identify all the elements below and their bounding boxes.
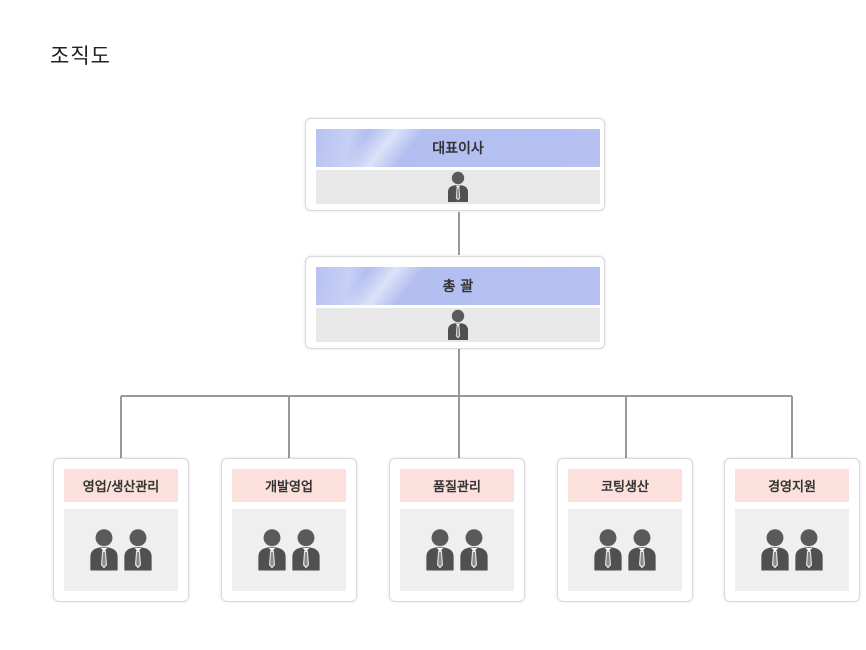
person-icon bbox=[447, 171, 469, 203]
org-node-general-header: 총 괄 bbox=[316, 267, 600, 305]
person-icon bbox=[123, 528, 153, 572]
person-icon bbox=[593, 528, 623, 572]
dept-body bbox=[735, 509, 849, 591]
org-node-dept-sales-production: 영업/생산관리 bbox=[53, 458, 189, 602]
person-icon bbox=[760, 528, 790, 572]
org-node-ceo: 대표이사 bbox=[305, 118, 605, 211]
person-icon bbox=[425, 528, 455, 572]
dept-body bbox=[232, 509, 346, 591]
dept-header: 경영지원 bbox=[735, 469, 849, 502]
org-node-general: 총 괄 bbox=[305, 256, 605, 349]
dept-body bbox=[400, 509, 514, 591]
person-icon bbox=[794, 528, 824, 572]
org-node-general-label: 총 괄 bbox=[442, 279, 474, 295]
page-title: 조직도 bbox=[50, 44, 111, 68]
person-icon bbox=[447, 309, 469, 341]
person-icon bbox=[291, 528, 321, 572]
org-node-ceo-header: 대표이사 bbox=[316, 129, 600, 167]
org-node-dept-management-support: 경영지원 bbox=[724, 458, 860, 602]
dept-body bbox=[64, 509, 178, 591]
org-node-dept-coating: 코팅생산 bbox=[557, 458, 693, 602]
dept-header: 코팅생산 bbox=[568, 469, 682, 502]
dept-header: 개발영업 bbox=[232, 469, 346, 502]
org-node-dept-quality: 품질관리 bbox=[389, 458, 525, 602]
dept-body bbox=[568, 509, 682, 591]
org-node-ceo-body bbox=[316, 170, 600, 204]
org-node-dept-development-sales: 개발영업 bbox=[221, 458, 357, 602]
dept-header: 품질관리 bbox=[400, 469, 514, 502]
person-icon bbox=[257, 528, 287, 572]
org-node-general-body bbox=[316, 308, 600, 342]
person-icon bbox=[89, 528, 119, 572]
person-icon bbox=[627, 528, 657, 572]
org-node-ceo-label: 대표이사 bbox=[432, 141, 484, 157]
person-icon bbox=[459, 528, 489, 572]
dept-header: 영업/생산관리 bbox=[64, 469, 178, 502]
